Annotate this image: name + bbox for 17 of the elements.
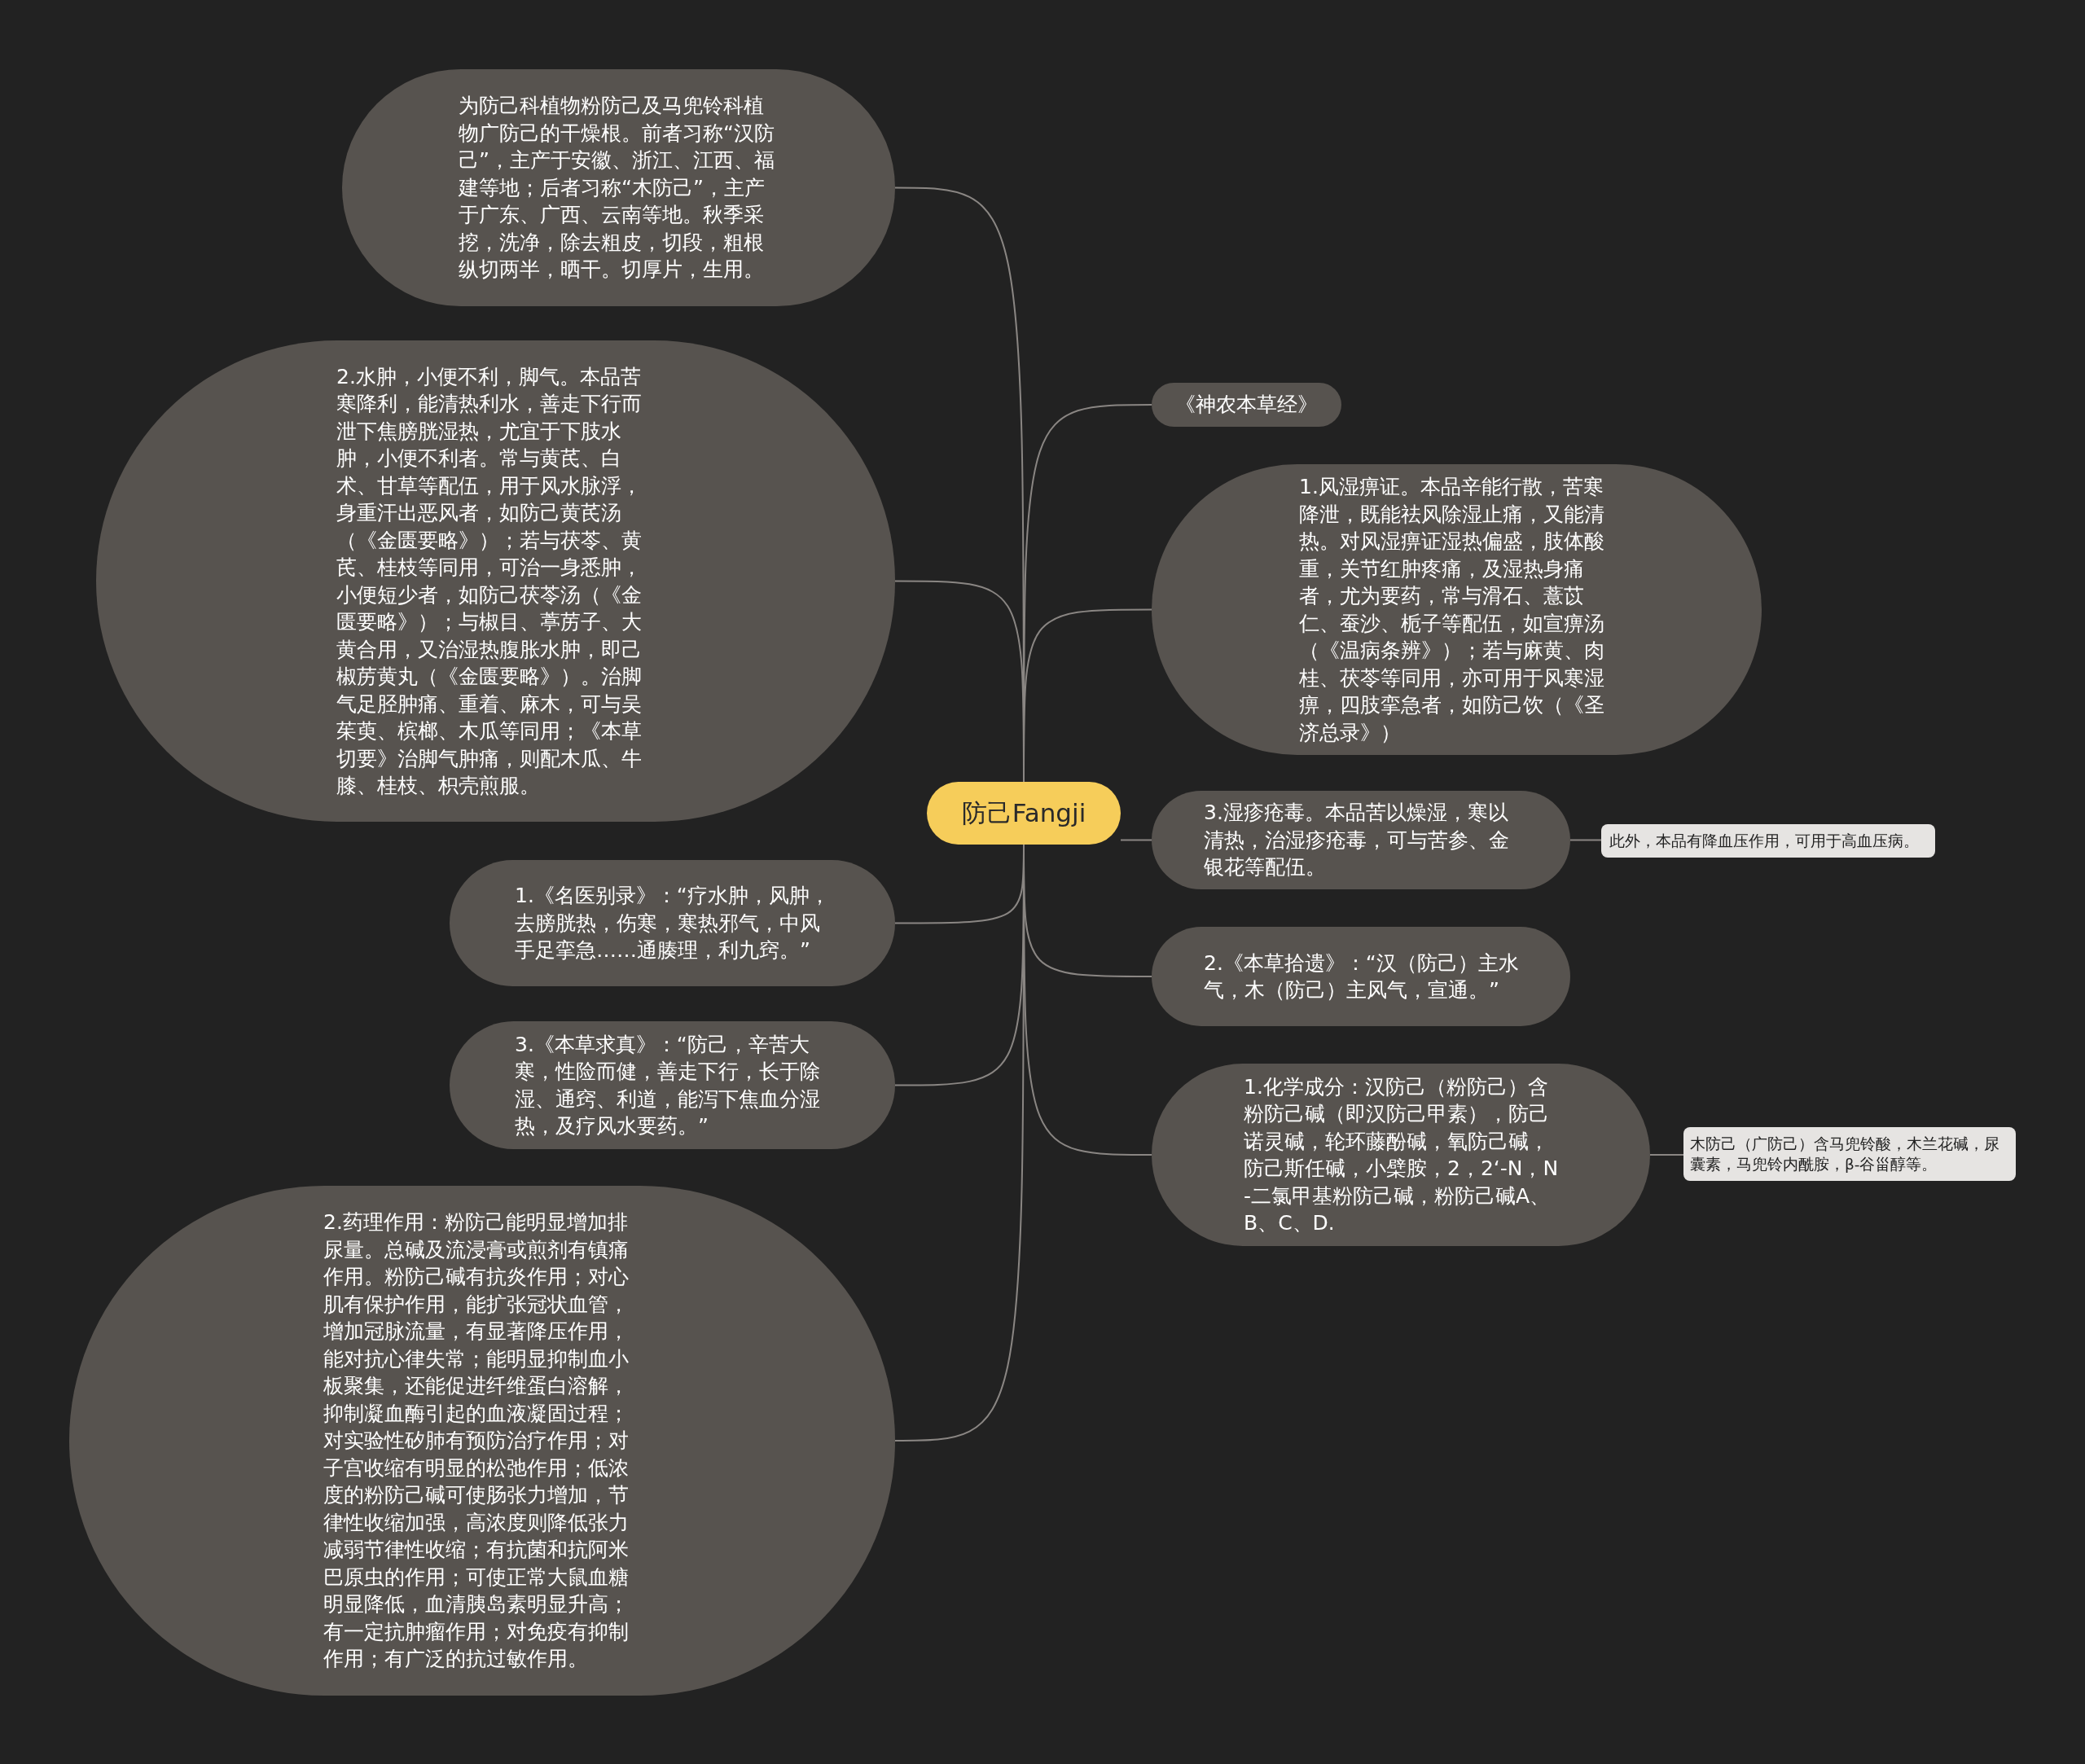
connector-line: [1120, 839, 1152, 841]
central-topic-bubble: 防己Fangji: [927, 782, 1121, 845]
topic-bubble: 《神农本草经》: [1152, 383, 1341, 427]
topic-bubble: 3.《本草求真》：“防己，辛苦大寒，性险而健，善走下行，长于除湿、通窍、利道，能泻下焦血分湿热，及疗风水要药。”: [450, 1021, 895, 1149]
topic-bubble: 3.湿疹疮毒。本品苦以燥湿，寒以清热，治湿疹疮毒，可与苦参、金银花等配伍。: [1152, 791, 1570, 889]
connector-line: [1569, 839, 1602, 841]
topic-bubble: 2.药理作用：粉防己能明显增加排尿量。总碱及流浸膏或煎剂有镇痛作用。粉防己碱有抗炎作用；对心肌有保护作用，能扩张冠状血管，增加冠脉流量，有显著降压作用，能对抗心律失常；能明显抑制血小板聚集，还能促进纤维蛋白溶解，抑制凝血酶引起的血液凝固过程；对实验性矽肺有预防治疗作用；对子宫收缩有明显的松弛作用；低浓度的粉防己碱可使肠张力增加，节律性收缩加强，高浓度则降低张力减弱节律性收缩；有抗菌和抗阿米巴原虫的作用；可使正常大鼠血糖明显降低，血清胰岛素明显升高；有一定抗肿瘤作用；对免疫有抑制作用；有广泛的抗过敏作用。: [69, 1186, 895, 1696]
topic-bubble: 1.《名医别录》：“疗水肿，风肿，去膀胱热，伤寒，寒热邪气，中风手足挛急……通腠理，利九窍。”: [450, 860, 895, 986]
note-box: 木防己（广防己）含马兜铃酸，木兰花碱，尿囊素，马兜铃内酰胺，β-谷甾醇等。: [1683, 1127, 2016, 1181]
topic-bubble: 2.《本草拾遗》：“汉（防己）主水气，木（防己）主风气，宣通。”: [1152, 927, 1570, 1026]
note-box: 此外，本品有降血压作用，可用于高血压病。: [1601, 824, 1935, 858]
topic-bubble: 1.风湿痹证。本品辛能行散，苦寒降泄，既能祛风除湿止痛，又能清热。对风湿痹证湿热偏盛，肢体酸重，关节红肿疼痛，及湿热身痛者，尤为要药，常与滑石、薏苡仁、蚕沙、栀子等配伍，如宣痹汤（《温病条辨》）；若与麻黄、肉桂、茯苓等同用，亦可用于风寒湿痹，四肢挛急者，如防己饮（《圣济总录》）: [1152, 464, 1762, 755]
connector-line: [1649, 1154, 1684, 1156]
connector-line: [1023, 608, 1152, 783]
topic-bubble: 1.化学成分：汉防己（粉防己）含粉防己碱（即汉防己甲素），防己诺灵碱，轮环藤酚碱，氧防己碱，防己斯任碱，小檗胺，2，2‘-N，N-二氯甲基粉防己碱，粉防己碱A、B、C、D.: [1152, 1064, 1650, 1246]
topic-bubble: 为防己科植物粉防己及马兜铃科植物广防己的干燥根。前者习称“汉防己”，主产于安徽、浙江、江西、福建等地；后者习称“木防己”，主产于广东、广西、云南等地。秋季采挖，洗净，除去粗皮，切段，粗根纵切两半，晒干。切厚片，生用。: [342, 69, 895, 306]
topic-bubble: 2.水肿，小便不利，脚气。本品苦寒降利，能清热利水，善走下行而泄下焦膀胱湿热，尤宜于下肢水肿，小便不利者。常与黄芪、白术、甘草等配伍，用于风水脉浮，身重汗出恶风者，如防己黄芪汤（《金匮要略》）；若与茯苓、黄芪、桂枝等同用，可治一身悉肿，小便短少者，如防己茯苓汤（《金匮要略》）；与椒目、葶苈子、大黄合用，又治湿热腹胀水肿，即己椒苈黄丸（《金匮要略》）。治脚气足胫肿痛、重着、麻木，可与吴茱萸、槟榔、木瓜等同用；《本草切要》治脚气肿痛，则配木瓜、牛膝、桂枝、枳壳煎服。: [96, 340, 895, 822]
